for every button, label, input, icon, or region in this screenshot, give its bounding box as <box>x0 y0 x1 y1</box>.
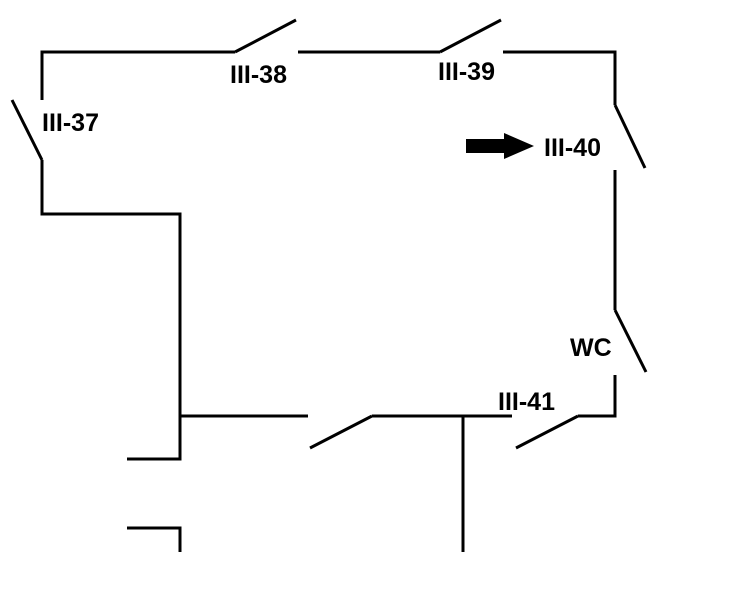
door-iii-37 <box>10 99 44 161</box>
room-label-wc: WC <box>570 334 612 362</box>
room-label-iii-37: III-37 <box>42 109 99 137</box>
room-label-iii-40: III-40 <box>544 134 601 162</box>
wall-right-lower <box>578 375 617 418</box>
room-label-iii-38: III-38 <box>230 61 287 89</box>
door-iii-38 <box>234 18 297 54</box>
door-iii-41 <box>515 414 579 450</box>
door-lower-corridor <box>309 414 373 450</box>
door-iii-39 <box>439 18 502 54</box>
door-iii-40 <box>613 104 647 169</box>
wall-bottom-left-stub <box>127 526 182 552</box>
room-label-iii-39: III-39 <box>438 58 495 86</box>
door-wc <box>613 309 648 373</box>
arrow-right-icon <box>466 133 534 159</box>
wall-left-lower <box>40 160 182 461</box>
room-label-iii-41: III-41 <box>498 388 555 416</box>
wall-top-right <box>503 50 617 105</box>
room-labels: III-37 III-38 III-39 III-40 WC III-41 <box>42 58 612 416</box>
wall-top-left <box>40 50 235 100</box>
walls <box>40 50 617 552</box>
doors <box>10 18 648 450</box>
